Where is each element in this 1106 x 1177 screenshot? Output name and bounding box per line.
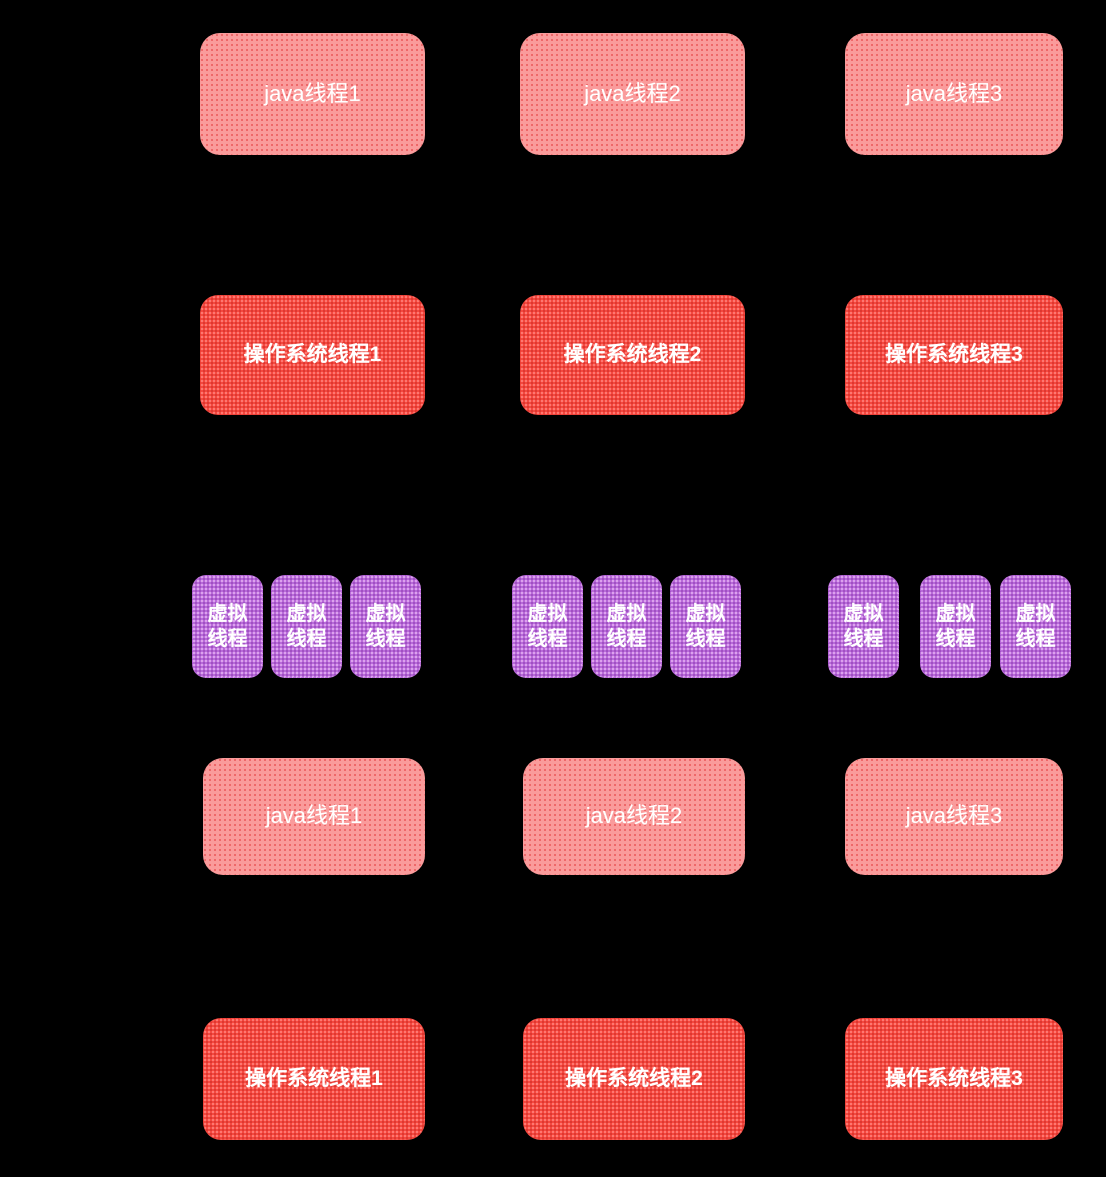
os-thread-label: 操作系统线程3: [885, 1067, 1023, 1091]
virtual-thread-label: 虚拟 线程: [365, 603, 406, 650]
os-thread-label: 操作系统线程3: [885, 343, 1023, 367]
java-thread-label: java线程3: [905, 803, 1003, 829]
virtual-thread-box[interactable]: 虚拟 线程: [1000, 575, 1071, 678]
os-thread-box[interactable]: 操作系统线程2: [523, 1018, 745, 1140]
java-thread-label: java线程1: [265, 803, 363, 829]
virtual-thread-label: 虚拟 线程: [286, 603, 327, 650]
os-thread-box[interactable]: 操作系统线程1: [203, 1018, 425, 1140]
os-thread-box[interactable]: 操作系统线程2: [520, 295, 745, 415]
virtual-thread-box[interactable]: 虚拟 线程: [512, 575, 583, 678]
os-thread-label: 操作系统线程2: [563, 343, 702, 367]
virtual-thread-box[interactable]: 虚拟 线程: [271, 575, 342, 678]
os-thread-box[interactable]: 操作系统线程1: [200, 295, 425, 415]
virtual-thread-label: 虚拟 线程: [935, 603, 976, 650]
virtual-thread-box[interactable]: 虚拟 线程: [670, 575, 741, 678]
os-thread-box[interactable]: 操作系统线程3: [845, 1018, 1063, 1140]
virtual-thread-label: 虚拟 线程: [207, 603, 248, 650]
os-thread-label: 操作系统线程2: [565, 1067, 703, 1091]
virtual-thread-label: 虚拟 线程: [527, 603, 568, 650]
virtual-thread-box[interactable]: 虚拟 线程: [192, 575, 263, 678]
java-thread-box[interactable]: java线程3: [845, 758, 1063, 875]
virtual-thread-label: 虚拟 线程: [843, 603, 884, 650]
java-thread-label: java线程2: [584, 80, 681, 106]
os-thread-label: 操作系统线程1: [245, 1067, 383, 1091]
java-thread-box[interactable]: java线程2: [523, 758, 745, 875]
java-thread-box[interactable]: java线程2: [520, 33, 745, 155]
virtual-thread-label: 虚拟 线程: [606, 603, 647, 650]
virtual-thread-box[interactable]: 虚拟 线程: [920, 575, 991, 678]
virtual-thread-label: 虚拟 线程: [1015, 603, 1056, 650]
os-thread-box[interactable]: 操作系统线程3: [845, 295, 1063, 415]
java-thread-box[interactable]: java线程3: [845, 33, 1063, 155]
java-thread-box[interactable]: java线程1: [203, 758, 425, 875]
java-thread-label: java线程2: [585, 803, 683, 829]
virtual-thread-label: 虚拟 线程: [685, 603, 726, 650]
java-thread-box[interactable]: java线程1: [200, 33, 425, 155]
virtual-thread-box[interactable]: 虚拟 线程: [350, 575, 421, 678]
java-thread-label: java线程1: [264, 80, 361, 106]
virtual-thread-box[interactable]: 虚拟 线程: [591, 575, 662, 678]
virtual-thread-box[interactable]: 虚拟 线程: [828, 575, 899, 678]
os-thread-label: 操作系统线程1: [243, 343, 382, 367]
java-thread-label: java线程3: [905, 80, 1003, 106]
